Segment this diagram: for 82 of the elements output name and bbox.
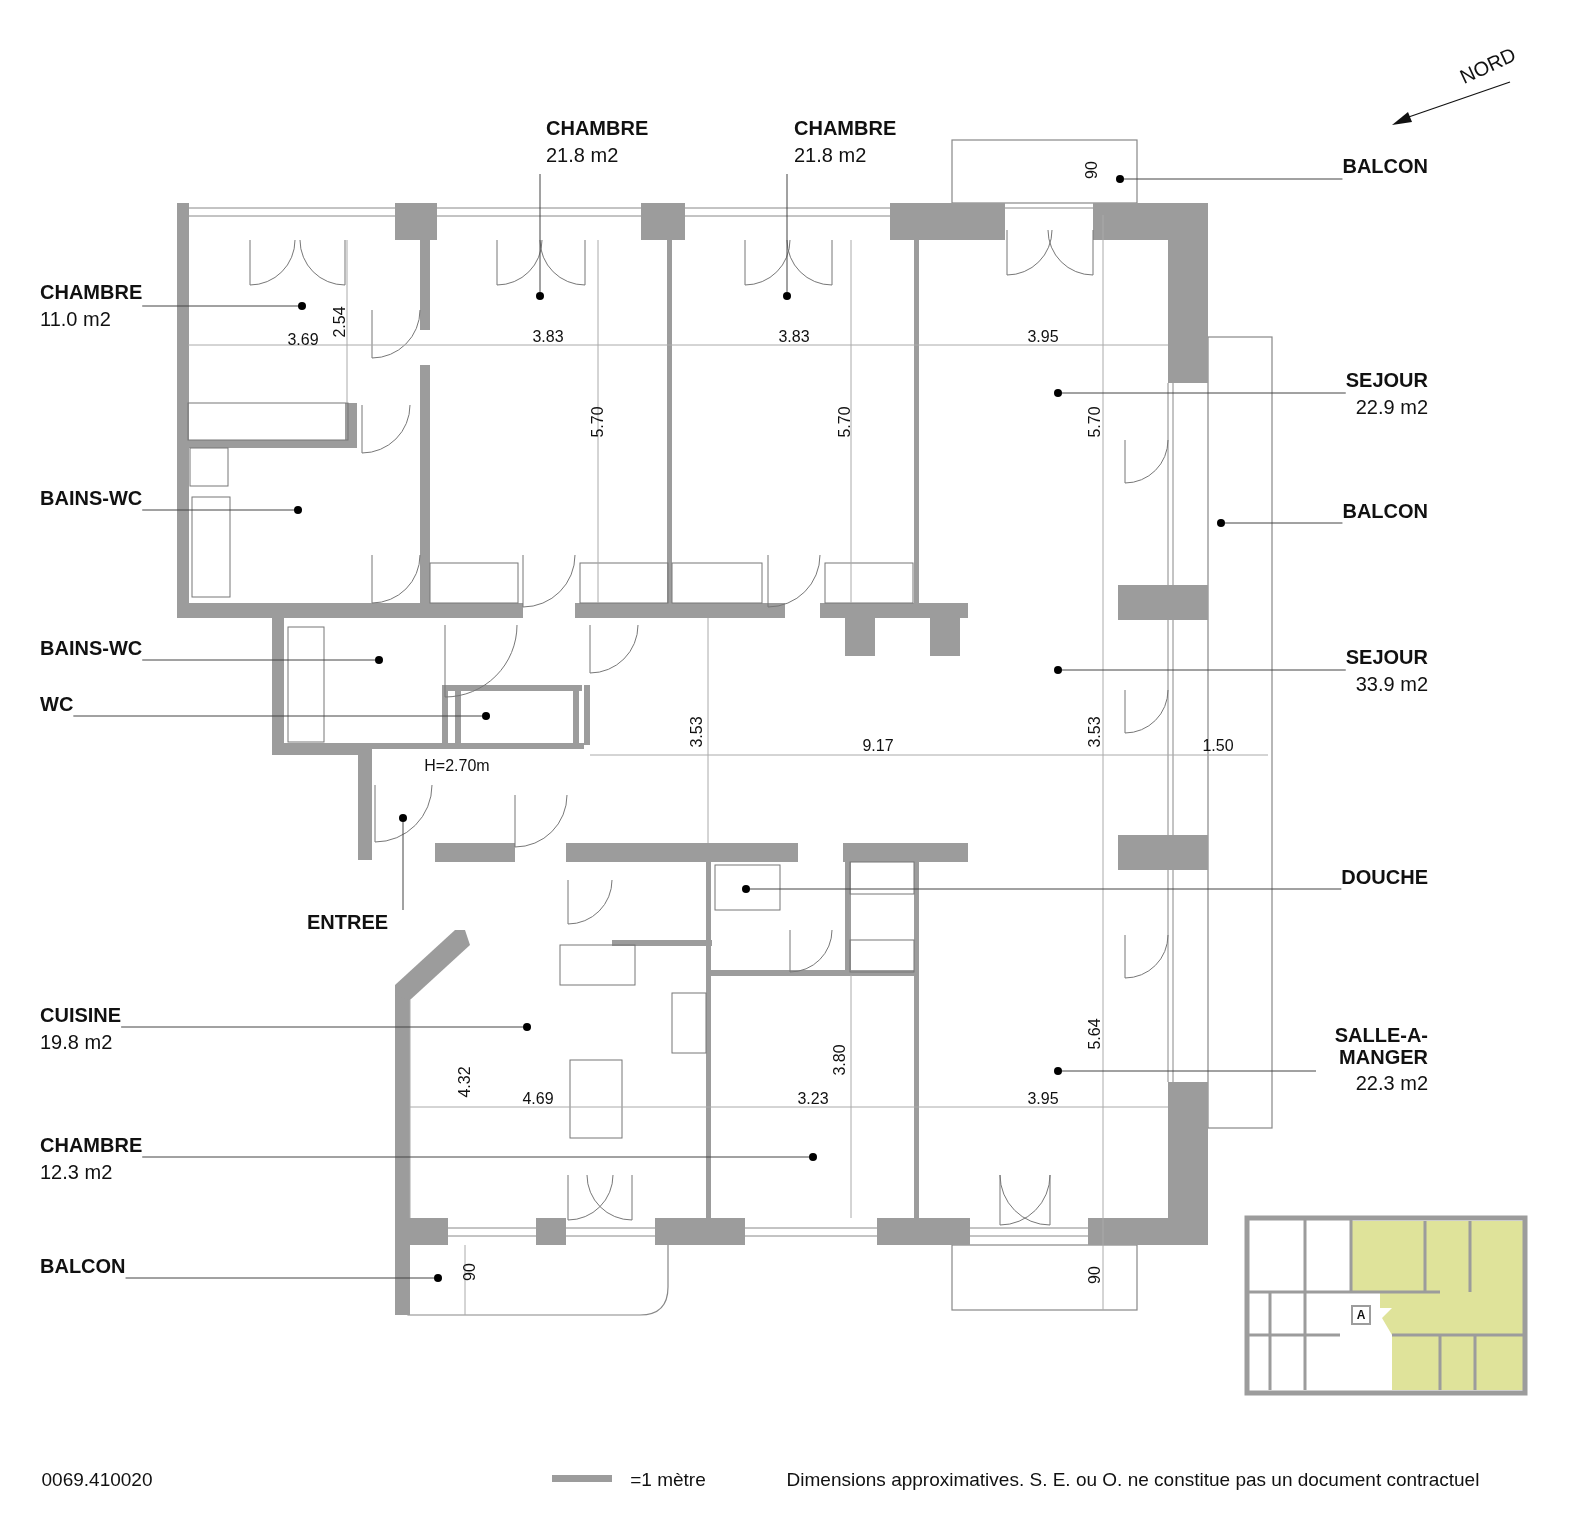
- disclaimer-note: Dimensions approximatives. S. E. ou O. ne constitue pas un document contractuel: [786, 1469, 1480, 1491]
- room-name: CHAMBRE: [40, 1133, 143, 1157]
- room-area: 21.8 m2: [546, 140, 649, 170]
- leader-line: [1061, 1070, 1317, 1072]
- dimension-label: 5.70: [1086, 406, 1104, 438]
- room-area: 22.3 m2: [1316, 1068, 1428, 1098]
- leader-line: [141, 305, 299, 307]
- dimension-label: 90: [461, 1263, 479, 1281]
- dimension-label: 3.95: [1027, 328, 1059, 346]
- leader-line: [141, 509, 295, 511]
- dimension-label: 3.53: [688, 716, 706, 748]
- room-point: [1054, 1067, 1062, 1075]
- room-name: BALCON: [1342, 499, 1428, 523]
- room-name: SEJOUR: [1345, 645, 1428, 669]
- apartment-marker: A: [1356, 1308, 1366, 1322]
- dimension-label: 5.70: [836, 406, 854, 438]
- leader-line: [539, 173, 541, 293]
- dimension-label: 90: [1083, 161, 1101, 179]
- room-point: [1217, 519, 1225, 527]
- room-name: DOUCHE: [1341, 865, 1428, 889]
- dimension-label: 3.95: [1027, 1090, 1059, 1108]
- room-name: ENTREE: [307, 910, 390, 934]
- leader-line: [1061, 392, 1347, 394]
- dimension-label: 3.23: [797, 1090, 829, 1108]
- dimension-label: 3.83: [778, 328, 810, 346]
- room-name: BAINS-WC: [40, 486, 143, 510]
- room-point: [523, 1023, 531, 1031]
- leader-line: [1061, 669, 1347, 671]
- leader-line: [72, 715, 483, 717]
- room-name: WC: [40, 692, 74, 716]
- dimension-label: 3.83: [532, 328, 564, 346]
- room-point: [375, 656, 383, 664]
- room-name: SALLE-A-MANGER: [1333, 1024, 1428, 1068]
- room-area: 22.9 m2: [1345, 392, 1428, 422]
- room-point: [399, 814, 407, 822]
- room-point: [1116, 175, 1124, 183]
- room-area: 12.3 m2: [40, 1157, 143, 1187]
- dimension-label: 1.50: [1202, 737, 1234, 755]
- room-point: [294, 506, 302, 514]
- dimension-label: 9.17: [862, 737, 894, 755]
- leader-line: [141, 1156, 810, 1158]
- leader-line: [749, 888, 1342, 890]
- dimension-label: 4.32: [456, 1066, 474, 1098]
- room-point: [1054, 389, 1062, 397]
- dimension-label: 4.69: [522, 1090, 554, 1108]
- leader-line: [1224, 522, 1343, 524]
- dimension-label: 3.69: [287, 331, 319, 349]
- dimension-label: 3.53: [1086, 716, 1104, 748]
- dimension-label: 2.54: [331, 306, 349, 338]
- leader-line: [125, 1277, 435, 1279]
- room-point: [783, 292, 791, 300]
- room-point: [482, 712, 490, 720]
- leader-line: [141, 659, 376, 661]
- room-name: CUISINE: [40, 1003, 122, 1027]
- room-name: BALCON: [1342, 154, 1428, 178]
- leader-line: [120, 1026, 524, 1028]
- room-point: [742, 885, 750, 893]
- room-point: [809, 1153, 817, 1161]
- leader-line: [402, 821, 404, 911]
- dimension-label: 3.80: [831, 1044, 849, 1076]
- room-area: 11.0 m2: [40, 304, 143, 334]
- leader-line: [786, 173, 788, 293]
- dimension-label: 5.70: [589, 406, 607, 438]
- room-point: [434, 1274, 442, 1282]
- room-name: SEJOUR: [1345, 368, 1428, 392]
- leader-line: [1123, 178, 1343, 180]
- room-name: BALCON: [40, 1254, 126, 1278]
- room-name: CHAMBRE: [40, 280, 143, 304]
- room-name: CHAMBRE: [546, 116, 649, 140]
- plan-number: 0069.410020: [41, 1469, 153, 1491]
- room-area: 19.8 m2: [40, 1027, 122, 1057]
- dimension-label: 90: [1086, 1266, 1104, 1284]
- ceiling-height-label: H=2.70m: [424, 757, 490, 775]
- room-name: BAINS-WC: [40, 636, 143, 660]
- scale-label: =1 mètre: [630, 1469, 706, 1491]
- room-point: [298, 302, 306, 310]
- room-point: [1054, 666, 1062, 674]
- room-area: 21.8 m2: [794, 140, 897, 170]
- dimension-label: 5.64: [1086, 1018, 1104, 1050]
- room-area: 33.9 m2: [1345, 669, 1428, 699]
- room-point: [536, 292, 544, 300]
- room-name: CHAMBRE: [794, 116, 897, 140]
